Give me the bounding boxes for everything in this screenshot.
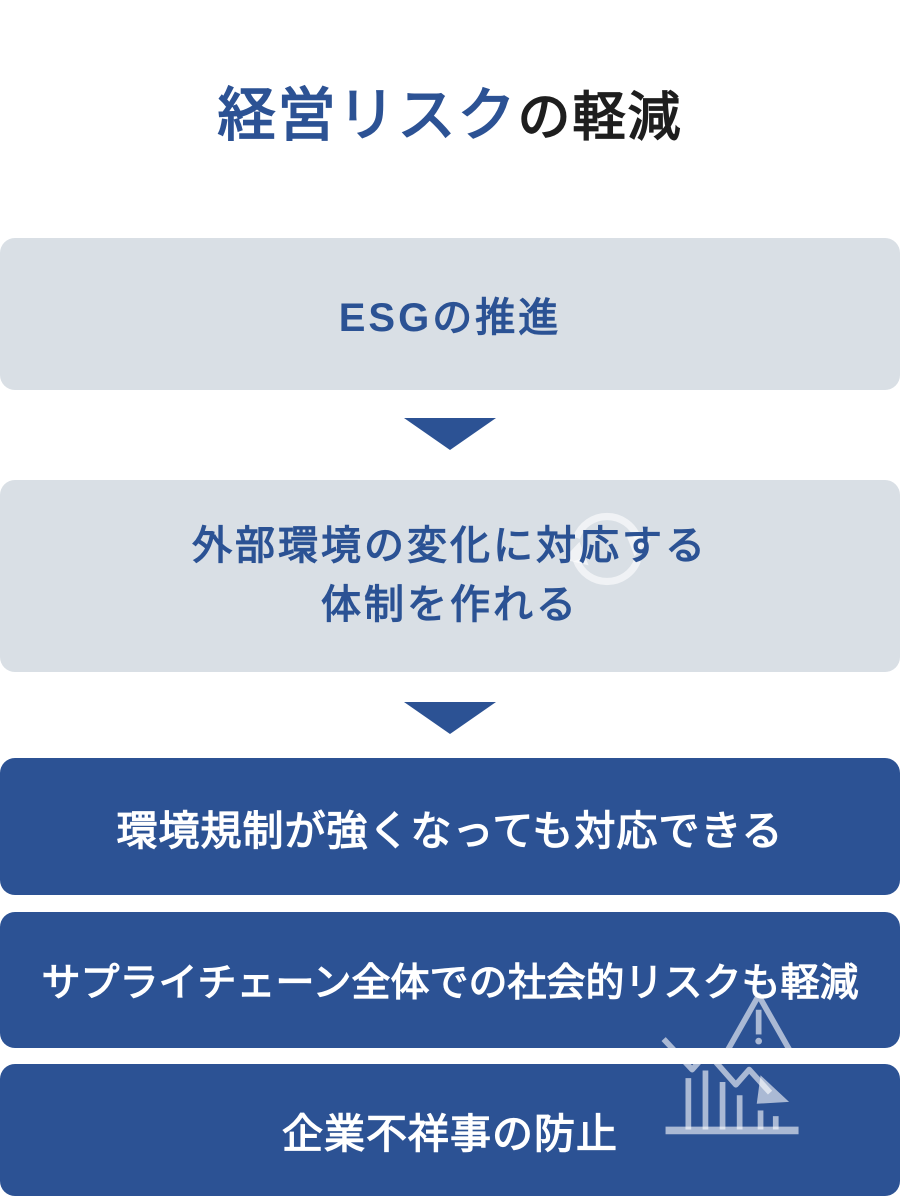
benefit-label-misconduct: 企業不祥事の防止 xyxy=(282,1111,618,1157)
declining-chart-warning-icon xyxy=(661,992,799,1135)
step-label-external-change: 外部環境の変化に対応する 体制を作れる xyxy=(192,517,708,635)
step-label-external-line2: 体制を作れる xyxy=(321,583,579,627)
down-arrow xyxy=(404,418,496,450)
refresh-cycle-icon xyxy=(563,513,651,585)
benefit-label-regulation: 環境規制が強くなっても対応できる xyxy=(116,807,784,854)
step-label-esg: ESGの推進 xyxy=(338,296,562,340)
benefit-box-supply-chain: サプライチェーン全体での社会的リスクも軽減 xyxy=(0,912,900,1048)
step-box-external-change: 外部環境の変化に対応する 体制を作れる xyxy=(0,480,900,1135)
benefit-label-supply-chain: サプライチェーン全体での社会的リスクも軽減 xyxy=(41,962,859,1005)
benefit-box-regulation: 環境規制が強くなっても対応できる xyxy=(0,758,900,895)
down-arrow xyxy=(404,702,496,734)
title-rest: の軽減 xyxy=(517,88,683,147)
step-box-esg: ESGの推進 xyxy=(0,238,900,585)
title-highlight: 経営リスク xyxy=(217,83,518,148)
step-label-external-line1: 外部環境の変化に対応する xyxy=(192,524,708,568)
page-title: 経営リスクの軽減 xyxy=(0,80,900,160)
